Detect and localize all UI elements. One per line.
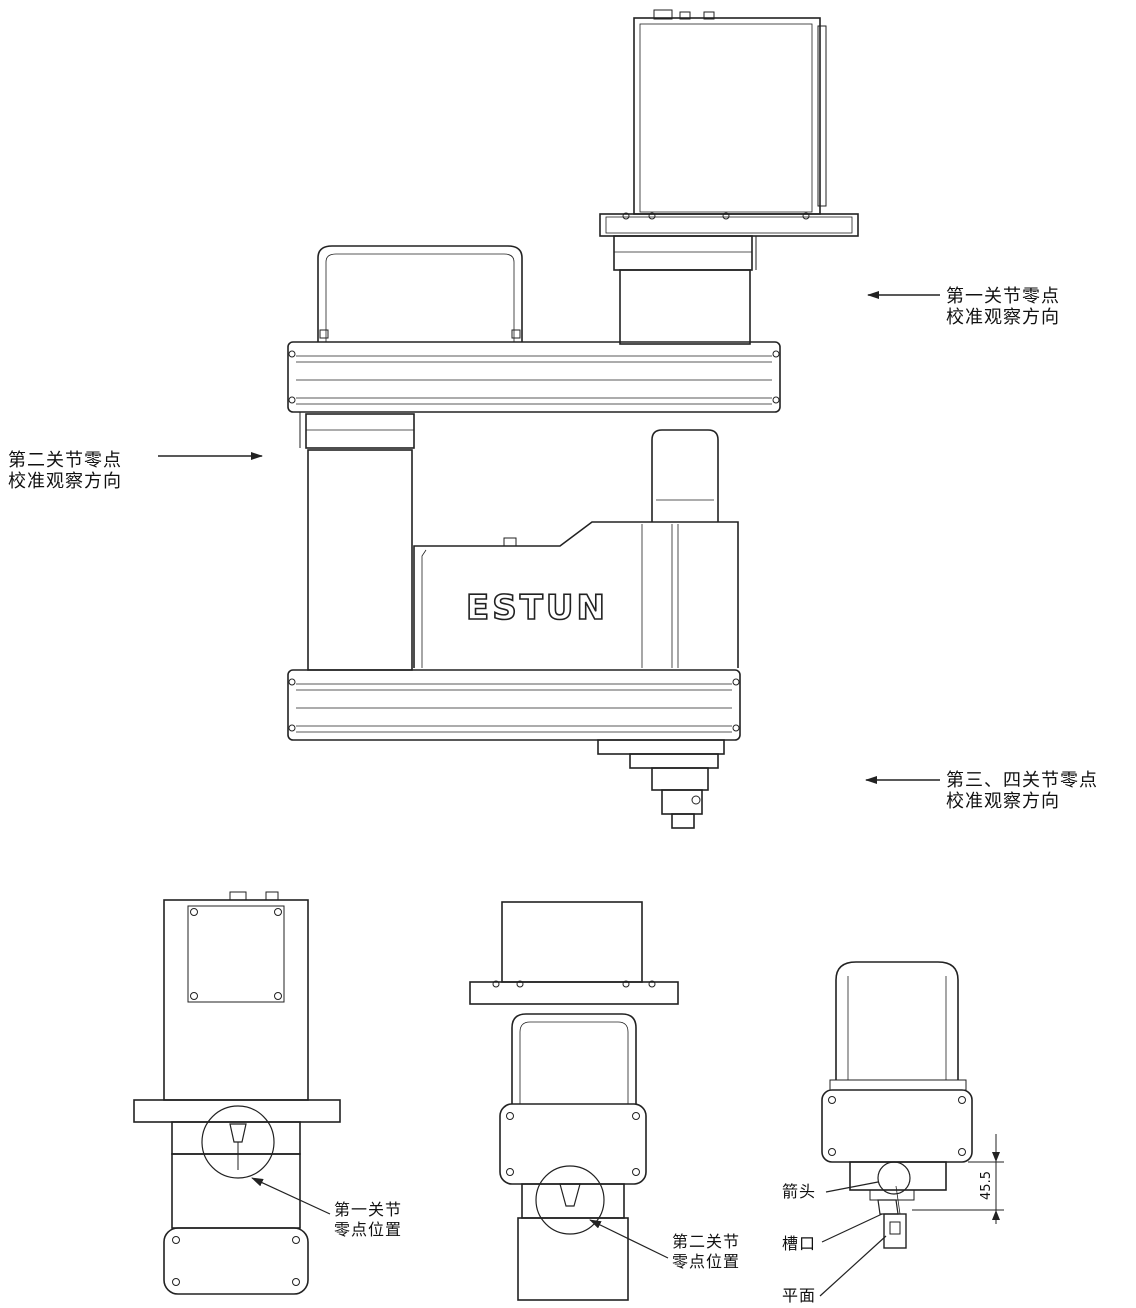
- upper-arm: [287, 245, 781, 449]
- j1-pos-leader: [251, 1177, 331, 1215]
- joint2-view: [469, 901, 679, 1301]
- slot-label: 槽口: [782, 1234, 817, 1253]
- brand-logo: ESTUN: [465, 587, 608, 629]
- arrow-leader: [825, 1181, 879, 1193]
- joint34-view: [821, 961, 973, 1249]
- spline-shaft: [597, 739, 725, 829]
- slot-leader: [821, 1213, 883, 1243]
- arrow-label: 箭头: [782, 1182, 817, 1201]
- j2-pos-leader: [589, 1219, 669, 1259]
- dimension-value: 45.5: [978, 1171, 994, 1200]
- dimension-45-5: [912, 1134, 1004, 1224]
- flat-label: 平面: [782, 1286, 817, 1305]
- j1-view-label: 第一关节零点 校准观察方向: [946, 286, 1060, 328]
- flat-leader: [819, 1235, 887, 1297]
- robot-side-view: [287, 9, 859, 829]
- joint2-column: [307, 449, 413, 671]
- j2-view-label: 第二关节零点 校准观察方向: [8, 450, 122, 492]
- joint1-view: [133, 891, 341, 1295]
- base-box: [599, 9, 859, 345]
- j34-view-label: 第三、四关节零点 校准观察方向: [946, 770, 1098, 812]
- j2-pos-label: 第二关节 零点位置: [672, 1232, 741, 1271]
- j1-pos-label: 第一关节 零点位置: [334, 1200, 403, 1239]
- forearm-body: [413, 429, 739, 668]
- lower-arm: [287, 669, 741, 741]
